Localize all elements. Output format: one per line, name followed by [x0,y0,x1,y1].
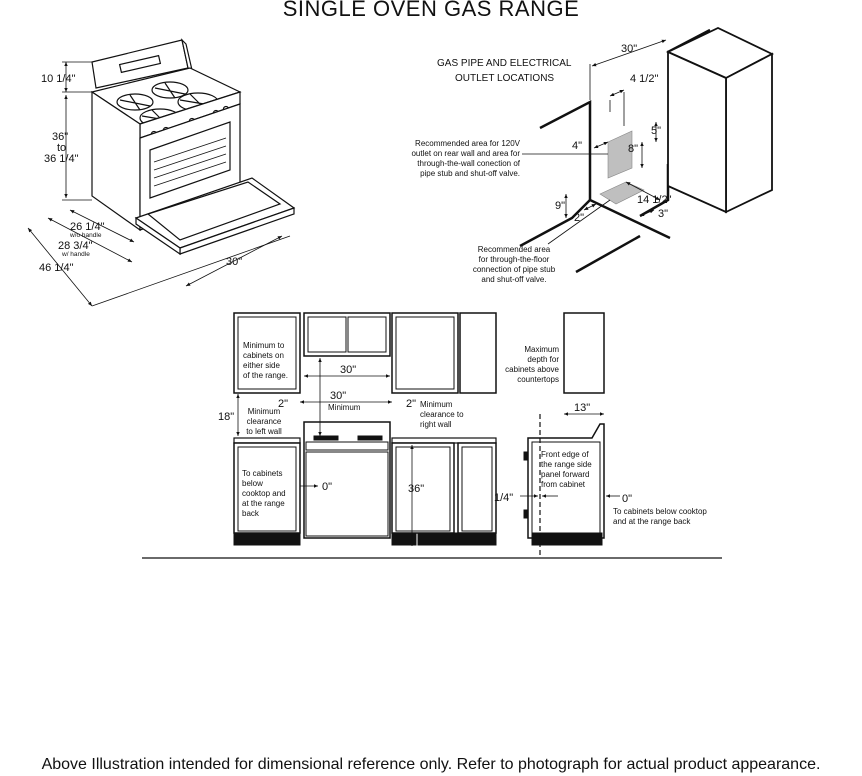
note-line: clearance [247,417,282,426]
gas-2-label: 2" [574,212,584,224]
wall-outlet-area [607,130,633,179]
below-cooktop-note: To cabinets below cooktop and at the ran… [242,469,286,518]
minimum-label: Minimum [328,403,361,412]
depth-13-label: 13" [574,402,590,414]
gas-14-5-label: 14 1/2" [637,194,672,206]
note-line: Minimum [420,400,453,409]
width-30-label: 30" [340,364,356,376]
gas-5-label: 5" [651,125,661,137]
note-line: clearance to [420,410,464,419]
note-line: depth for [527,355,559,364]
note-line: To cabinets [242,469,282,478]
depth-handle-note: w/ handle [61,251,90,258]
range-dimension-lines [27,61,291,307]
depth-door-open-label: 46 1/4" [39,262,74,274]
depth-no-handle-label: 26 1/4" [70,221,105,233]
wall-note-line: outlet on rear wall and area for [411,149,520,158]
note-line: of the range. [243,371,288,380]
gas-3-label: 3" [658,208,668,220]
wall-outlet-note: Recommended area for 120V outlet on rear… [411,139,520,178]
right-gap-label: 2" [406,398,416,410]
gas-pipe-heading-2: OUTLET LOCATIONS [455,73,554,84]
disclaimer-footer: Above Illustration intended for dimensio… [41,756,821,773]
gas-4-5-label: 4 1/2" [630,73,658,85]
depth-no-handle-note: w/o handle [69,232,102,239]
zero-right-label: 0" [622,493,632,505]
note-line: and at the range back [613,517,691,526]
floor-note-line: and shut-off valve. [481,275,546,284]
height-label-a: 36" [52,131,68,143]
note-line: at the range [242,499,285,508]
gas-width-label: 30" [621,43,637,55]
note-line: cabinets on [243,351,284,360]
note-line: right wall [420,420,452,429]
wall-note-line: pipe stub and shut-off valve. [420,169,520,178]
note-line: To cabinets below cooktop [613,507,707,516]
note-line: Front edge of [541,450,589,459]
gas-pipe-diagram: GAS PIPE AND ELECTRICAL OUTLET LOCATIONS [411,27,775,284]
note-line: Minimum [248,407,281,416]
left-wall-note: Minimum clearance to left wall [246,407,282,436]
note-line: cabinets above [505,365,559,374]
side-dimension-lines [520,412,620,498]
wall-note-line: Recommended area for 120V [415,139,521,148]
note-line: Maximum [524,345,559,354]
zero-left-label: 0" [322,481,332,493]
gas-9-label: 9" [555,200,565,212]
range-width-label: 30" [226,256,242,268]
gas-pipe-dimension-lines [522,39,667,245]
right-below-note: To cabinets below cooktop and at the ran… [613,507,707,526]
note-line: panel forward [541,470,589,479]
gas-4-label: 4" [572,140,582,152]
left-gap-label: 2" [278,398,288,410]
height-18-label: 18" [218,411,234,423]
floor-note-line: Recommended area [478,245,551,254]
range-illustration [90,38,296,256]
wall-note-line: through-the-wall conection of [417,159,521,168]
right-wall-note: Minimum clearance to right wall [420,400,464,429]
floor-pipe-note: Recommended area for through-the-floor c… [473,245,556,284]
installation-side-view [523,312,605,546]
note-line: Minimum to [243,341,285,350]
min-cabinets-note: Minimum to cabinets on either side of th… [243,341,288,380]
note-line: countertops [517,375,559,384]
backguard-height-label: 10 1/4" [41,73,76,85]
installation-front-view [233,312,497,546]
quarter-inch-label: 1/4" [494,492,513,504]
floor-note-line: for through-the-floor [479,255,550,264]
note-line: below [242,479,263,488]
height-label-to: to [57,142,66,154]
gas-pipe-heading-1: GAS PIPE AND ELECTRICAL [437,58,572,69]
note-line: cooktop and [242,489,286,498]
note-line: back [242,509,260,518]
height-label-b: 36 1/4" [44,153,79,165]
note-line: the range side [541,460,592,469]
gas-8-label: 8" [628,143,638,155]
max-depth-note: Maximum depth for cabinets above counter… [505,345,559,384]
note-line: either side [243,361,280,370]
height-36-label: 36" [408,483,424,495]
width-30-min-label: 30" [330,390,346,402]
front-edge-note: Front edge of the range side panel forwa… [541,450,592,489]
page-title: SINGLE OVEN GAS RANGE [282,0,580,21]
depth-handle-label: 28 3/4" [58,240,93,252]
side-cabinet [665,27,775,214]
installation-dimension-lines [236,358,414,546]
note-line: to left wall [246,427,282,436]
floor-note-line: connection of pipe stub [473,265,556,274]
note-line: from cabinet [541,480,586,489]
